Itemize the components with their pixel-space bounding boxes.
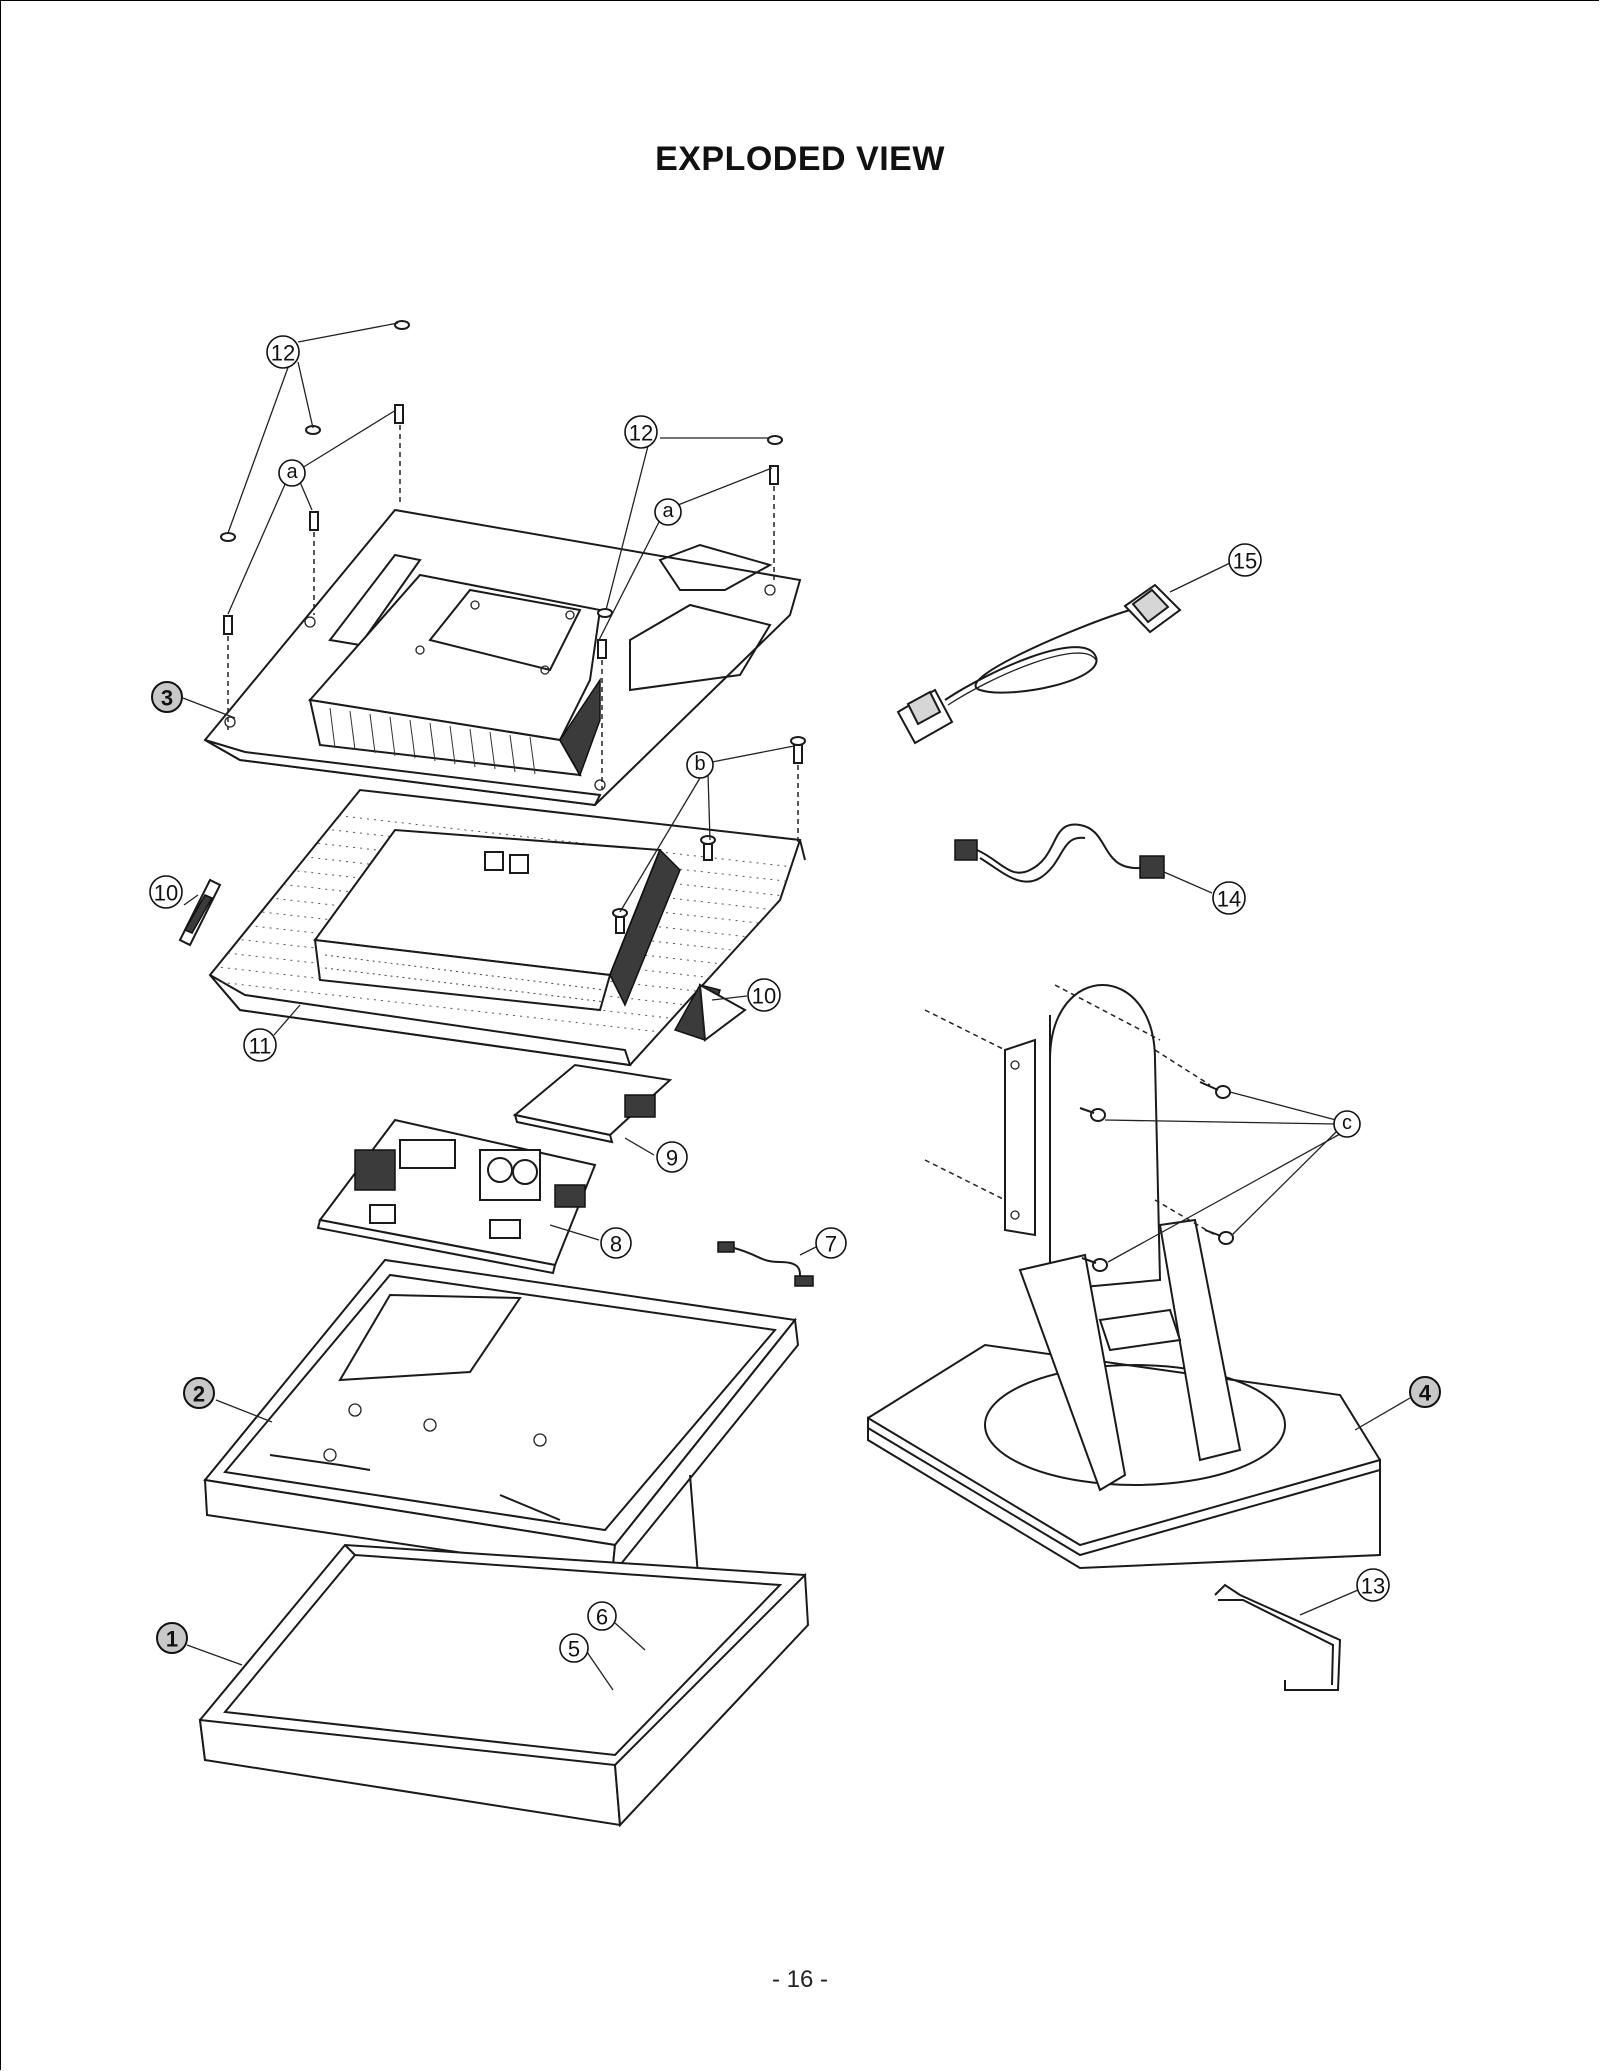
svg-text:9: 9: [666, 1146, 678, 1171]
front-bezel-part-1: [198, 1543, 810, 1828]
rear-cover-part-3: [203, 508, 802, 807]
svg-text:10: 10: [752, 984, 776, 1009]
bracket-part-10-right: [673, 983, 747, 1042]
callout-a-right: a: [654, 498, 682, 526]
svg-text:6: 6: [596, 1605, 608, 1630]
board-part-9: [512, 1063, 673, 1144]
frame-part-2: [203, 1258, 800, 1579]
svg-text:15: 15: [1233, 549, 1257, 574]
callout-8: 8: [600, 1227, 632, 1259]
power-cord-part-14: [954, 823, 1165, 883]
svg-text:4: 4: [1419, 1381, 1432, 1406]
callout-b: b: [686, 751, 714, 779]
cable-part-7: [717, 1241, 814, 1287]
callout-a-left: a: [278, 459, 306, 487]
svg-text:12: 12: [629, 421, 653, 446]
svg-text:10: 10: [154, 881, 178, 906]
callout-15: 15: [1228, 543, 1262, 577]
svg-text:c: c: [1342, 1112, 1352, 1134]
leader-lines: [182, 322, 1411, 1691]
svg-text:11: 11: [249, 1034, 272, 1059]
screws-and-caps-top: [220, 320, 783, 790]
callout-12-left: 12: [266, 335, 300, 369]
callout-14: 14: [1212, 881, 1246, 915]
svg-text:13: 13: [1361, 1574, 1385, 1599]
callout-6: 6: [587, 1601, 617, 1631]
svg-text:2: 2: [193, 1382, 205, 1407]
svg-text:a: a: [662, 500, 674, 522]
signal-cable-part-15: [896, 583, 1182, 745]
svg-text:7: 7: [825, 1232, 837, 1257]
callout-12-right: 12: [624, 415, 658, 449]
bracket-part-10-left: [178, 878, 222, 947]
svg-text:a: a: [286, 461, 298, 483]
svg-text:1: 1: [166, 1627, 178, 1652]
stand-part-4: [867, 984, 1381, 1570]
screws-b: [612, 736, 806, 934]
callout-10-left: 10: [149, 875, 183, 909]
callout-11: 11: [243, 1028, 277, 1062]
callout-2: 2: [183, 1377, 215, 1409]
callout-4: 4: [1409, 1376, 1441, 1408]
callout-3: 3: [151, 681, 183, 713]
svg-text:8: 8: [610, 1232, 622, 1257]
callout-9: 9: [656, 1141, 688, 1173]
svg-text:5: 5: [568, 1637, 580, 1662]
board-part-8: [316, 1118, 597, 1275]
callout-7: 7: [815, 1227, 847, 1259]
svg-text:3: 3: [161, 686, 173, 711]
callout-c: c: [1333, 1110, 1361, 1138]
callout-13: 13: [1356, 1568, 1390, 1602]
callout-10-right: 10: [747, 978, 781, 1012]
svg-text:b: b: [694, 753, 705, 775]
callout-1: 1: [156, 1622, 188, 1654]
page-title: EXPLODED VIEW: [655, 140, 945, 178]
hinge-pin-part-13: [1214, 1583, 1342, 1691]
svg-text:14: 14: [1217, 887, 1241, 912]
svg-text:12: 12: [271, 341, 295, 366]
callout-5: 5: [559, 1633, 589, 1663]
page-number: - 16 -: [771, 1966, 828, 1993]
